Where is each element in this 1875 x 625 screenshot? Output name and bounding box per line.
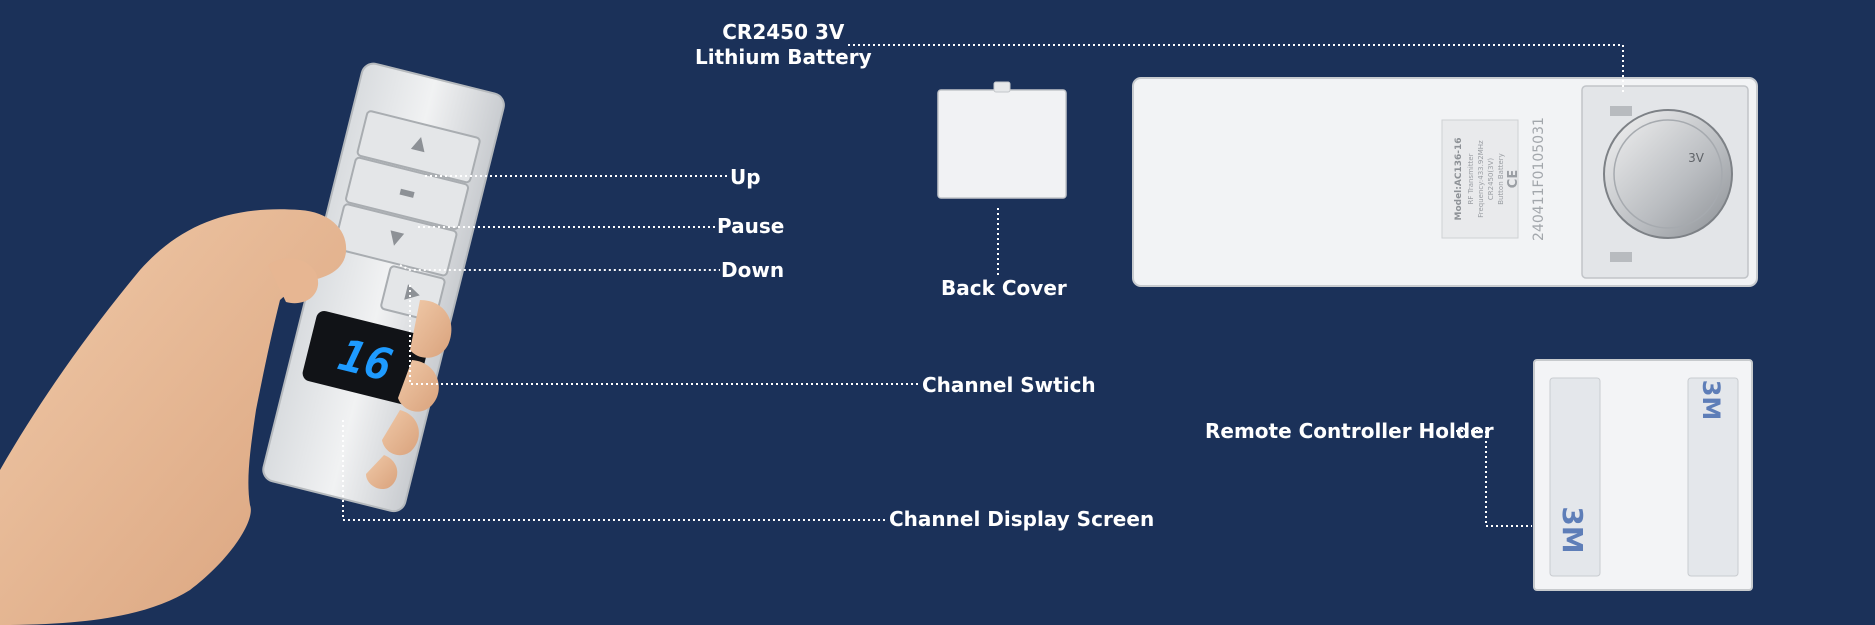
label-up: Up <box>730 165 761 189</box>
leader-line-display <box>342 420 888 521</box>
coin-battery: 3V <box>1603 106 1733 262</box>
remote-in-hand: 16 <box>0 62 505 625</box>
label-remote-holder: Remote Controller Holder <box>1205 419 1494 443</box>
product-label <box>1441 119 1519 239</box>
battery-marking: 3V <box>1688 151 1705 165</box>
leader-lines <box>342 44 1624 527</box>
remote-holder: 3M 3M <box>1533 359 1753 591</box>
label-detail: RF Transmitter <box>1467 153 1475 204</box>
adhesive-tape-right <box>1687 377 1739 577</box>
label-down: Down <box>721 258 785 282</box>
remote-body: 16 <box>262 62 505 513</box>
adhesive-tape-left <box>1549 377 1601 577</box>
label-back-cover: Back Cover <box>941 276 1067 300</box>
remote-back-view: Model:AC136-16 RF Transmitter Frequency:… <box>1132 77 1758 287</box>
right-arrow-icon <box>404 284 420 300</box>
label-detail: CR2450(3V) <box>1487 158 1495 201</box>
ce-mark: CE <box>1506 170 1521 188</box>
serial-number: 240411F0105031 <box>1531 117 1547 241</box>
label-channel-switch: Channel Swtich <box>922 373 1096 397</box>
label-pause: Pause <box>717 214 785 238</box>
back-cover <box>937 81 1067 199</box>
down-arrow-icon <box>390 230 405 246</box>
label-battery: CR2450 3V Lithium Battery <box>695 20 872 70</box>
channel-display <box>302 310 430 406</box>
label-battery-line1: CR2450 3V <box>722 20 845 44</box>
display-digits: 16 <box>333 330 397 392</box>
tape-brand-mark: 3M <box>1697 380 1725 421</box>
model-text: Model:AC136-16 <box>1454 138 1464 221</box>
leader-line-battery <box>848 44 1624 95</box>
label-battery-line2: Lithium Battery <box>695 45 872 69</box>
leader-line-down <box>399 264 720 271</box>
tape-brand-mark: 3M <box>1556 506 1589 553</box>
hand <box>0 209 452 625</box>
leader-line-holder <box>1456 430 1532 527</box>
label-detail: Frequency:433.92MHz <box>1477 140 1485 218</box>
pause-icon <box>399 188 415 198</box>
label-detail: Button Battery <box>1497 153 1505 205</box>
up-arrow-icon <box>410 137 425 153</box>
leader-line-channel-switch <box>409 285 920 385</box>
label-channel-display: Channel Display Screen <box>889 507 1155 531</box>
